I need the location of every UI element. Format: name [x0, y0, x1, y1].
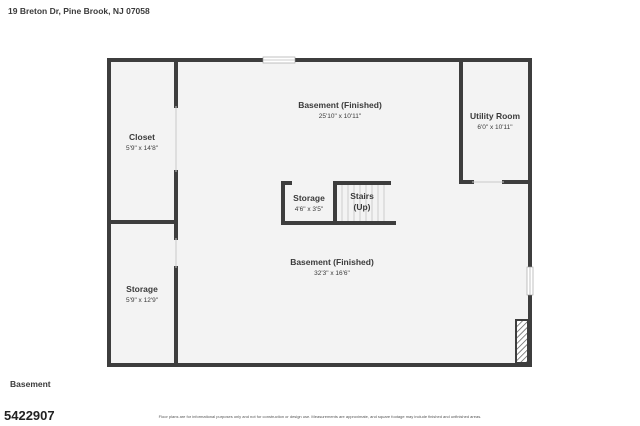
walls: [107, 58, 532, 367]
room-name-storage-left: Storage: [126, 284, 158, 294]
room-name-basement-upper: Basement (Finished): [298, 100, 382, 110]
room-dims-basement-lower: 32'3" x 16'6": [314, 270, 350, 277]
room-dims-storage-left: 5'9" x 12'9": [126, 297, 159, 304]
floor-label: Basement: [10, 379, 51, 389]
address-title: 19 Breton Dr, Pine Brook, NJ 07058: [8, 6, 150, 16]
room-dims-utility: 6'0" x 10'11": [477, 124, 513, 131]
room-name-storage-center: Storage: [293, 193, 325, 203]
stair-treads: [341, 185, 385, 221]
room-name-basement-lower: Basement (Finished): [290, 257, 374, 267]
room-dims-basement-upper: 25'10" x 10'11": [319, 113, 362, 120]
room-dims-closet: 5'9" x 14'8": [126, 145, 159, 152]
stairs-label-line2: (Up): [354, 202, 371, 212]
room-name-utility: Utility Room: [470, 111, 520, 121]
room-dims-storage-center: 4'6" x 3'5": [295, 206, 324, 213]
room-name-closet: Closet: [129, 132, 155, 142]
listing-id: 5422907: [4, 408, 55, 423]
disclaimer-text: Floor plans are for informational purpos…: [158, 414, 482, 419]
hatched-column: [515, 319, 529, 364]
stairs-label-line1: Stairs: [350, 191, 374, 201]
